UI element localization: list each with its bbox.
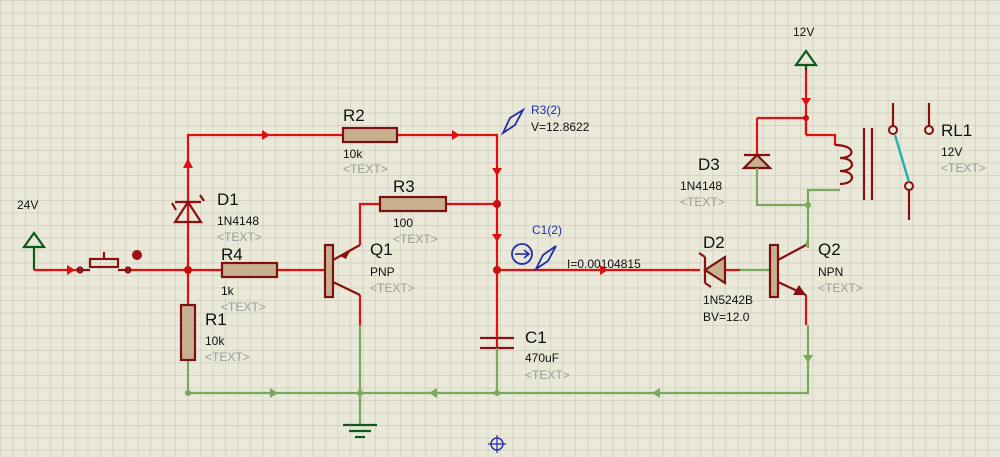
r1-value: 10k — [205, 334, 225, 348]
r2-value: 10k — [343, 147, 363, 161]
diode-d3[interactable]: D3 1N4148 <TEXT> — [680, 153, 773, 209]
push-button-switch[interactable] — [76, 250, 143, 274]
r3-value: 100 — [393, 216, 413, 230]
resistor-r1[interactable]: R1 10k <TEXT> — [179, 303, 250, 364]
d1-value: 1N4148 — [217, 214, 259, 228]
r3-text: <TEXT> — [393, 232, 438, 246]
r2-text: <TEXT> — [343, 162, 388, 176]
flow-arrows — [67, 98, 813, 398]
r2-ref: R2 — [343, 106, 365, 125]
transistor-q2[interactable]: Q2 NPN <TEXT> — [768, 239, 863, 299]
d3-ref: D3 — [698, 155, 720, 174]
current-probe-reading: I=0.00104815 — [567, 257, 641, 271]
resistor-r4[interactable]: R4 1k <TEXT> — [220, 245, 279, 314]
capacitor-c1[interactable]: C1 470uF <TEXT> — [480, 325, 570, 382]
rl1-ref: RL1 — [941, 121, 972, 140]
junctions — [184, 115, 811, 396]
voltage-probe[interactable]: R3(2) V=12.8622 — [500, 103, 590, 136]
c1-text: <TEXT> — [525, 368, 570, 382]
current-probe-name: C1(2) — [532, 223, 562, 237]
voltage-probe-reading: V=12.8622 — [531, 120, 590, 134]
transistor-q1[interactable]: Q1 PNP <TEXT> — [323, 240, 415, 299]
r4-ref: R4 — [221, 245, 243, 264]
q2-value: NPN — [818, 265, 843, 279]
switch-state-indicator — [132, 250, 142, 260]
relay-contact-arm — [893, 134, 911, 183]
r4-text: <TEXT> — [221, 300, 266, 314]
origin-marker-icon — [488, 435, 506, 453]
r3-ref: R3 — [393, 177, 415, 196]
diode-d1[interactable]: D1 1N4148 <TEXT> — [171, 190, 262, 244]
resistor-r3[interactable]: R3 100 <TEXT> — [378, 177, 448, 246]
r1-ref: R1 — [205, 310, 227, 329]
relay-rl1[interactable]: RL1 12V <TEXT> — [834, 103, 986, 220]
power-terminal-24v[interactable]: 24V — [17, 198, 47, 270]
q1-ref: Q1 — [370, 240, 393, 259]
d3-text: <TEXT> — [680, 195, 725, 209]
q2-ref: Q2 — [818, 240, 841, 259]
r4-value: 1k — [221, 284, 235, 298]
terminal-12v-label: 12V — [793, 25, 814, 39]
c1-value: 470uF — [525, 351, 559, 365]
q2-text: <TEXT> — [818, 281, 863, 295]
r1-text: <TEXT> — [205, 350, 250, 364]
c1-ref: C1 — [525, 328, 547, 347]
q1-text: <TEXT> — [370, 281, 415, 295]
d3-value: 1N4148 — [680, 179, 722, 193]
d1-ref: D1 — [217, 190, 239, 209]
ground-symbol[interactable] — [343, 423, 377, 439]
d2-value: 1N5242B — [703, 293, 753, 307]
power-terminal-12v[interactable]: 12V — [793, 25, 819, 70]
rl1-text: <TEXT> — [941, 161, 986, 175]
d2-breakdown: BV=12.0 — [703, 310, 750, 324]
rl1-value: 12V — [941, 145, 962, 159]
voltage-probe-name: R3(2) — [531, 103, 561, 117]
d2-ref: D2 — [703, 233, 725, 252]
current-probe[interactable]: C1(2) I=0.00104815 — [511, 223, 641, 272]
zener-diode-d2[interactable]: D2 1N5242B BV=12.0 — [698, 233, 753, 324]
resistor-r2[interactable]: R2 10k <TEXT> — [341, 106, 399, 176]
d1-text: <TEXT> — [217, 230, 262, 244]
q1-value: PNP — [370, 265, 395, 279]
terminal-24v-label: 24V — [17, 198, 38, 212]
